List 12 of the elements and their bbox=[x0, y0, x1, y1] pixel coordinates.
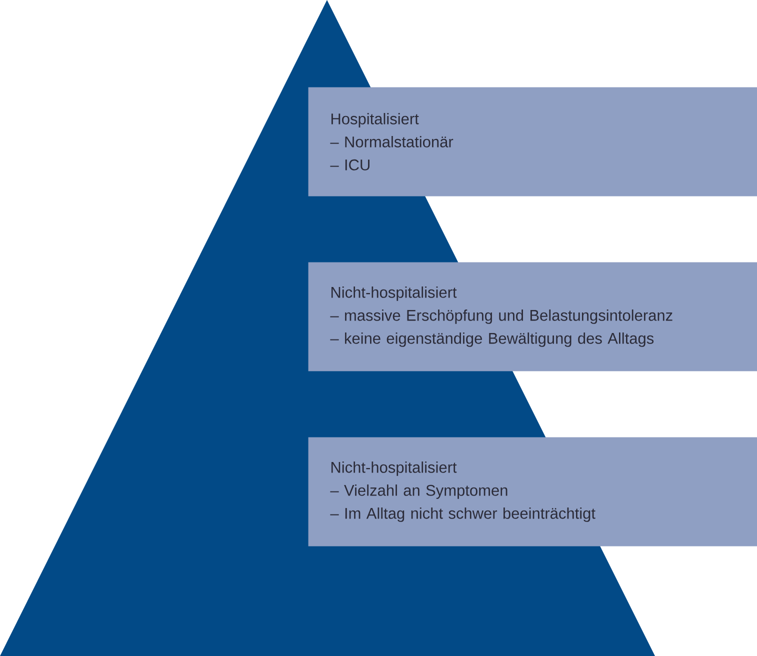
list-item: – massive Erschöpfung und Belastungsintoleranz bbox=[330, 309, 672, 324]
info-box bbox=[308, 87, 757, 196]
info-box bbox=[308, 262, 757, 372]
list-item: – Normalstationär bbox=[330, 136, 454, 148]
list-item: – keine eigenständige Bewältigung des Alltags bbox=[330, 332, 654, 347]
list-item: – ICU bbox=[330, 159, 370, 170]
list-item: – Im Alltag nicht schwer beeinträchtigt bbox=[330, 507, 596, 522]
heading: Nicht-hospitalisiert bbox=[331, 461, 457, 476]
heading: Hospitalisiert bbox=[331, 113, 419, 128]
info-box bbox=[308, 437, 757, 546]
heading: Nicht-hospitalisiert bbox=[331, 286, 457, 301]
list-item: – Vielzahl an Symptomen bbox=[330, 484, 508, 499]
